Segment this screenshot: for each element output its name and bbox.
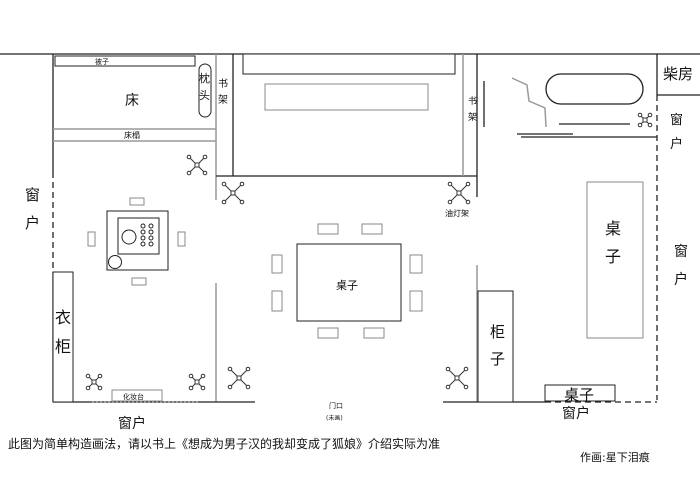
cabinet-label-2: 子 xyxy=(490,350,505,368)
tea-table xyxy=(87,197,186,286)
quilt xyxy=(54,55,196,67)
oil-lamp-icon xyxy=(188,373,206,391)
bookshelf-left-label-1: 书 xyxy=(218,78,228,90)
window-left-label-2: 户 xyxy=(25,214,40,232)
top-cabinet xyxy=(242,53,456,75)
oil-lamp-icon xyxy=(85,373,103,391)
oil-lamp-icon xyxy=(445,366,469,390)
bottom-table xyxy=(544,384,616,402)
oil-lamp-icon xyxy=(637,112,653,128)
wardrobe-label-2: 柜 xyxy=(55,337,71,356)
wardrobe xyxy=(52,271,74,403)
bottom-table-label: 桌子 xyxy=(564,386,594,404)
cabinet xyxy=(477,290,514,403)
window-right-top-label-2: 户 xyxy=(670,136,683,152)
window-right-label-2: 户 xyxy=(674,271,688,288)
window-right-top-label-1: 窗 xyxy=(670,112,683,128)
oil-lamp-icon xyxy=(447,181,471,205)
window-bottom-right-label: 窗户 xyxy=(562,405,590,422)
vanity-label: 化妆台 xyxy=(123,392,144,401)
oil-lamp-icon xyxy=(186,154,208,176)
quilt-label: 被子 xyxy=(95,57,109,66)
pillow-label-2: 头 xyxy=(199,89,210,102)
door-label: 门口 xyxy=(329,401,343,410)
oil-lamp-stand-label: 油灯架 xyxy=(445,208,469,218)
window-bottom-left-label: 窗户 xyxy=(118,415,146,432)
pillow-label-1: 枕 xyxy=(199,71,210,85)
center-table xyxy=(296,243,402,322)
vanity xyxy=(111,389,163,402)
right-desk xyxy=(586,181,644,339)
walls xyxy=(0,53,700,403)
oil-lamp-icon xyxy=(221,181,245,205)
pillow xyxy=(198,63,212,118)
bookshelf-right-label-1: 书 xyxy=(468,96,477,107)
footnote: 此图为简单构造画法，请以书上《想成为男子汉的我却变成了狐娘》介绍实际为准 xyxy=(8,436,440,451)
bed-rail-label: 床榻 xyxy=(124,130,140,140)
cabinet-label-1: 柜 xyxy=(490,323,505,341)
top-bench xyxy=(264,83,429,111)
chairs xyxy=(271,223,423,339)
door-note: (未画) xyxy=(326,414,343,422)
credit: 作画:星下泪痕 xyxy=(580,450,650,464)
stove-area xyxy=(483,73,657,138)
oil-lamp-icons xyxy=(85,112,653,391)
woodshed-label: 柴房 xyxy=(663,65,693,83)
bookshelf-left-label-2: 架 xyxy=(218,94,228,106)
center-table-label: 桌子 xyxy=(336,279,358,292)
bookshelf-right-label-2: 架 xyxy=(468,112,477,123)
window-right-label-1: 窗 xyxy=(674,243,688,260)
oil-lamp-icon xyxy=(227,366,251,390)
right-desk-label-1: 桌 xyxy=(605,219,621,238)
right-desk-label-2: 子 xyxy=(605,247,621,266)
window-left-label-1: 窗 xyxy=(25,186,40,204)
bed-label: 床 xyxy=(125,93,139,109)
wardrobe-label-1: 衣 xyxy=(55,308,71,327)
